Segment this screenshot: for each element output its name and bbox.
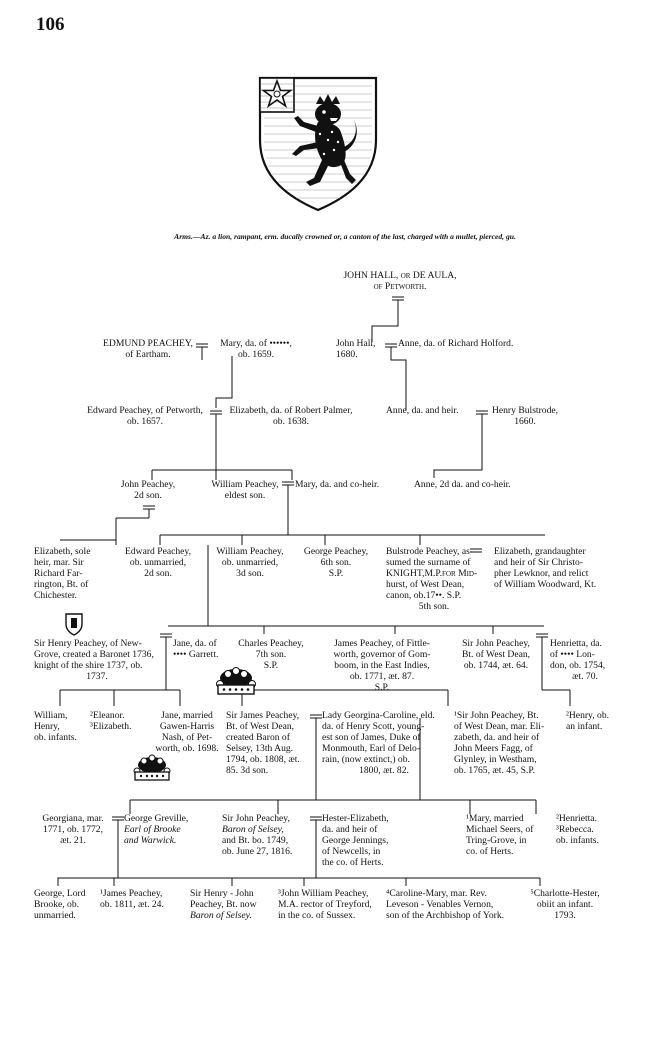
- mary-wife-of-edmund: Mary, da. of ••••••,ob. 1659.: [220, 338, 292, 360]
- charles-peachey-7th-son: Charles Peachey,7th son.S.P.: [238, 638, 304, 671]
- john-peachey-2d-son: John Peachey,2d son.: [120, 479, 176, 501]
- eleanor-elizabeth: ²Eleanor.³Elizabeth.: [90, 710, 132, 732]
- coat-of-arms-shield: [258, 76, 378, 212]
- james-peachey-1811: ¹James Peachey,ob. 1811, æt. 24.: [100, 888, 164, 910]
- hand-crest-icon: [65, 613, 83, 636]
- charlotte-hester: ⁵Charlotte-Hester,obiit an infant.1793.: [530, 888, 600, 921]
- george-peachey-6th-son: George Peachey,6th son.S.P.: [303, 546, 369, 579]
- william-henry-infants: William,Henry,ob. infants.: [34, 710, 77, 743]
- john-hall-1680: John Hall,1680.: [336, 338, 376, 360]
- john-hall-de-aula: JOHN HALL, or DE AULA,of Petworth.: [343, 270, 457, 292]
- sir-john-peachey-fagg: ¹Sir John Peachey, Bt.of West Dean, mar.…: [454, 710, 545, 776]
- edmund-peachey: EDMUND PEACHEY,of Eartham.: [103, 338, 193, 360]
- henry-infant: ²Henry, ob.an infant.: [566, 710, 610, 732]
- anne-heir: Anne, da. and heir.: [386, 405, 459, 416]
- anne-2d-coheir: Anne, 2d da. and co-heir.: [414, 479, 511, 490]
- georgiana-greville: Georgiana, mar.1771, ob. 1772,æt. 21.: [42, 813, 104, 846]
- caroline-mary-vernon: ⁴Caroline-Mary, mar. Rev.Leveson - Venab…: [386, 888, 505, 921]
- jane-garrett: Jane, da. of•••• Garrett.: [173, 638, 219, 660]
- edward-peachey-petworth: Edward Peachey, of Petworth,ob. 1657.: [87, 405, 203, 427]
- arms-blazon: Arms.—Az. a lion, rampant, erm. ducally …: [174, 232, 516, 241]
- sir-james-peachey-selsey: Sir James Peachey,Bt. of West Dean,creat…: [226, 710, 300, 776]
- lady-georgina-caroline: Lady Georgina-Caroline, eld.da. of Henry…: [322, 710, 435, 776]
- bulstrode-peachey-knight: Bulstrode Peachey, as-sumed the surname …: [386, 546, 478, 612]
- page-number: 106: [36, 14, 65, 35]
- james-peachey-fittleworth: James Peachey, of Fittle-worth, governor…: [333, 638, 431, 693]
- sir-henry-peachey-newgrove: Sir Henry Peachey, of New-Grove, created…: [34, 638, 154, 682]
- sir-john-peachey-west-dean: Sir John Peachey,Bt. of West Dean,ob. 17…: [461, 638, 531, 671]
- henrietta-rebecca-infants: ²Henrietta.³Rebecca.ob. infants.: [556, 813, 599, 846]
- sir-john-peachey-baron: Sir John Peachey,Baron of Selsey,and Bt.…: [222, 813, 293, 857]
- edward-peachey-unmarried: Edward Peachey,ob. unmarried,2d son.: [125, 546, 191, 579]
- william-peachey-eldest: William Peachey,eldest son.: [211, 479, 279, 501]
- anne-holford: Anne, da. of Richard Holford.: [398, 338, 514, 349]
- henry-bulstrode: Henry Bulstrode,1660.: [491, 405, 559, 427]
- mary-coheir: Mary, da. and co-heir.: [295, 479, 380, 490]
- william-peachey-3d-son: William Peachey,ob. unmarried,3d son.: [216, 546, 284, 579]
- henrietta-london: Henrietta, da.of •••• Lon-don, ob. 1754,…: [550, 638, 606, 682]
- john-william-peachey: ³John William Peachey,M.A. rector of Tre…: [278, 888, 372, 921]
- elizabeth-palmer: Elizabeth, da. of Robert Palmer,ob. 1638…: [229, 405, 353, 427]
- coronet-icon: [216, 667, 256, 695]
- earl-coronet-icon: [133, 754, 171, 781]
